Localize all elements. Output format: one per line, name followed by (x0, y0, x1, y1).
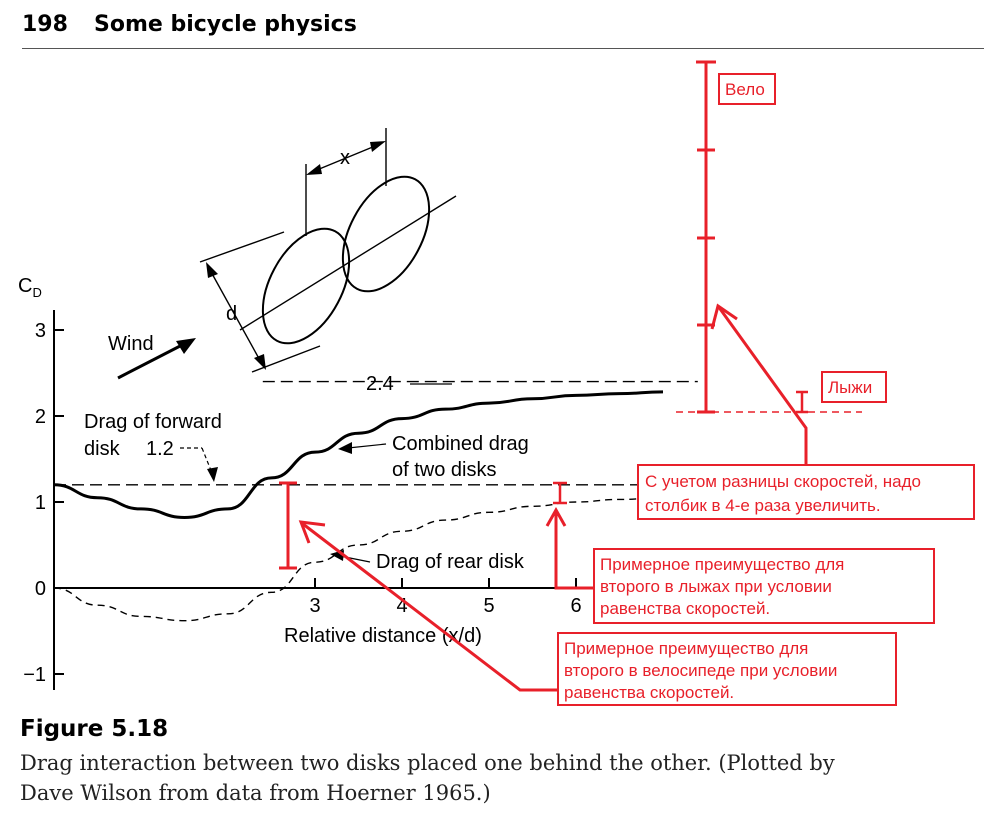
combined-drag-label-line2: of two disks (392, 459, 496, 481)
spacing-label: x (340, 147, 350, 169)
speed-note-arrowhead (710, 303, 738, 330)
bike-note-line2: второго в велосипеде при условии (564, 661, 837, 680)
velo-label: Вело (725, 80, 765, 99)
ski-note-line1: Примерное преимущество для (600, 555, 844, 574)
y-tick-label: 3 (35, 320, 46, 342)
red-annotation-overlay: Вело Лыжи С учетом разницы скоростей, на… (279, 60, 975, 706)
combined-drag-arrowhead (338, 442, 352, 454)
x-axis-label: Relative distance (x/d) (284, 625, 482, 647)
figure-number: Figure 5.18 (20, 716, 169, 742)
value-2-4-label: 2.4 (366, 373, 394, 395)
disk-axis-line (239, 195, 457, 331)
page-number: 198 (22, 12, 68, 37)
speed-note-line1: С учетом разницы скоростей, надо (645, 472, 921, 491)
bike-note-pointer (302, 522, 560, 692)
y-tick-label: 2 (35, 406, 46, 428)
page-header: 198 Some bicycle physics (22, 4, 984, 48)
combined-drag-line (53, 390, 664, 519)
y-ticks: 3 2 1 0 −1 (23, 320, 64, 686)
ski-note-arrowhead (545, 506, 567, 527)
ski-note-line2: второго в лыжах при условии (600, 577, 832, 596)
spacing-arrowhead-right (370, 141, 386, 152)
x-tick-label: 4 (396, 595, 407, 617)
diameter-ext-bottom (251, 345, 321, 373)
forward-disk-label-line1: Drag of forward (84, 411, 222, 433)
bike-note-box (557, 632, 897, 706)
ski-note-pointer (554, 512, 594, 590)
y-tick-label: 1 (35, 492, 46, 514)
ski-note-box (593, 548, 935, 624)
spacing-arrowhead-left (306, 164, 322, 175)
wind-label: Wind (108, 333, 154, 355)
diameter-ext-top (199, 231, 285, 263)
y-tick-label: 0 (35, 578, 46, 600)
diameter-arrowhead-bottom (254, 354, 266, 370)
axes: CD Relative distance (x/d) (18, 275, 600, 690)
forward-disk-leader-arrow (201, 447, 215, 479)
speed-note-line2: столбик в 4-е раза увеличить. (645, 496, 881, 515)
diameter-label: d (226, 303, 237, 325)
ski-label-box (821, 371, 887, 403)
wind-arrowhead (176, 338, 196, 354)
ski-label: Лыжи (828, 378, 872, 397)
front-disk (261, 227, 351, 345)
x-tick-label: 3 (309, 595, 320, 617)
two-disk-diagram: x d Wind (108, 128, 457, 380)
combined-drag-label-line1: Combined drag (392, 433, 529, 455)
figure-caption-block: Figure 5.18 Drag interaction between two… (20, 716, 985, 808)
speed-note-box (637, 464, 975, 520)
bike-note-line1: Примерное преимущество для (564, 639, 808, 658)
series-annotations: Drag of forward disk 1.2 Combined drag o… (84, 373, 529, 573)
x-tick-label: 5 (483, 595, 494, 617)
running-title: Some bicycle physics (94, 12, 357, 37)
rear-disk (341, 175, 431, 293)
bike-note-line3: равенства скоростей. (564, 683, 734, 702)
diameter-dimension-line (209, 269, 263, 365)
x-tick-label: 6 (570, 595, 581, 617)
spacing-dimension-line (311, 143, 381, 173)
y-tick-label: −1 (23, 664, 46, 686)
x-ticks: 3 4 5 6 (309, 578, 582, 617)
header-divider (22, 48, 984, 49)
velo-label-box (718, 73, 776, 105)
forward-disk-value-label: 1.2 (146, 438, 174, 460)
figure-caption-line-2: Dave Wilson from data from Hoerner 1965.… (20, 781, 491, 805)
forward-disk-label-line2: disk (84, 438, 121, 460)
y-axis-label: CD (18, 275, 42, 300)
speed-note-pointer (640, 305, 808, 486)
wind-arrow-shaft (117, 342, 185, 380)
bike-note-arrowhead (298, 520, 326, 544)
figure-caption-line-1: Drag interaction between two disks place… (20, 751, 835, 775)
figure-caption: Drag interaction between two disks place… (20, 748, 985, 808)
rear-disk-label: Drag of rear disk (376, 551, 525, 573)
combined-drag-leader (347, 443, 387, 449)
forward-disk-arrowhead (207, 467, 218, 482)
ski-note-line3: равенства скоростей. (600, 599, 770, 618)
diameter-arrowhead-top (206, 262, 218, 278)
